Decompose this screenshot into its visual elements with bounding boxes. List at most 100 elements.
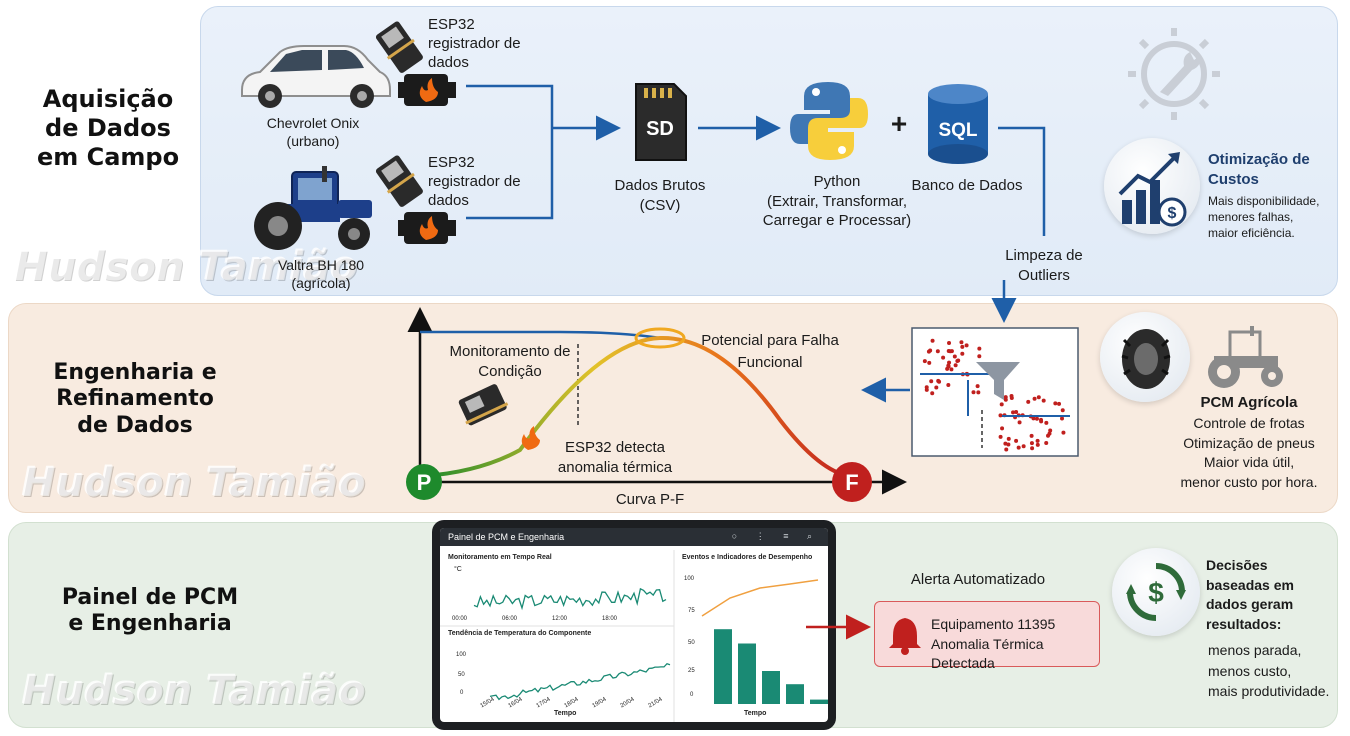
scatter-point: [975, 384, 980, 389]
pf-curve-diagram: [406, 307, 1079, 502]
alert-box[interactable]: Equipamento 11395 Anomalia Térmica Detec…: [874, 601, 1100, 671]
scatter-point: [1000, 426, 1005, 431]
window-control-icons[interactable]: ○ ⋮ ≡ ⌕: [731, 531, 820, 541]
scatter-point: [1060, 408, 1065, 413]
realtime-panel-title: Monitoramento em Tempo Real: [448, 554, 552, 561]
scatter-point: [1011, 410, 1016, 415]
cost-desc-3: maior eficiência.: [1208, 226, 1295, 241]
pcm-agro-line2: Otimização de pneus: [1183, 434, 1315, 451]
scatter-point: [1029, 441, 1034, 446]
event-bar: [810, 699, 828, 704]
scatter-point: [1014, 438, 1019, 443]
scatter-point: [945, 366, 950, 371]
results-circle: [1112, 548, 1200, 636]
f-point-label: F: [845, 470, 859, 495]
scatter-point: [930, 338, 935, 343]
section-title-dashboard: Painel de PCM e Engenharia: [61, 585, 239, 637]
realtime-xtick: 18:00: [602, 616, 618, 622]
scatter-point: [1044, 440, 1049, 445]
dashboard-window-title: Painel de PCM e Engenharia: [448, 532, 565, 542]
sd-card-icon: [635, 83, 687, 161]
python-title: Python: [813, 173, 861, 190]
cost-optimization-card: Otimização de Custos Mais disponibilidad…: [1208, 150, 1338, 242]
scatter-point: [998, 434, 1003, 439]
esp32-board-icon: [376, 21, 423, 73]
scatter-point: [924, 387, 929, 392]
scatter-point: [1029, 433, 1034, 438]
scatter-point: [1044, 420, 1049, 425]
scatter-point: [1041, 398, 1046, 403]
tractor-outline-icon: [1208, 326, 1283, 388]
realtime-xtick: 06:00: [502, 616, 518, 622]
scatter-point: [952, 354, 957, 359]
scatter-point: [929, 379, 934, 384]
scatter-point: [1004, 447, 1009, 452]
pcm-agro-card: PCM Agrícola Controle de frotas Otimizaç…: [1160, 394, 1338, 492]
section-title-engineering: Engenharia e Refinamento de Dados: [53, 360, 217, 438]
scatter-point: [1003, 441, 1008, 446]
trend-time-label: Tempo: [554, 710, 577, 717]
pcm-agro-line1: Controle de frotas: [1193, 415, 1305, 431]
alert-anomaly: Anomalia Térmica Detectada: [931, 636, 1044, 671]
scatter-point: [1014, 409, 1019, 414]
event-bar: [762, 671, 780, 704]
svg-text:$: $: [1168, 205, 1177, 222]
scatter-point: [1061, 430, 1066, 435]
events-ytick: 25: [688, 668, 695, 674]
scatter-point: [953, 363, 958, 368]
scatter-point: [1006, 436, 1011, 441]
scatter-point: [928, 348, 933, 353]
raw-data-title: Dados Brutos: [614, 177, 706, 194]
trend-panel-title: Tendência de Temperatura do Componente: [448, 630, 592, 637]
scatter-point: [1039, 419, 1044, 424]
scatter-point: [1026, 399, 1031, 404]
scatter-point: [1034, 416, 1039, 421]
scatter-point: [998, 413, 1003, 418]
events-ytick: 50: [688, 640, 695, 646]
trend-ytick: 100: [456, 652, 467, 658]
events-panel-title: Eventos e Indicadores de Desempenho: [682, 554, 813, 561]
watermark: Hudson Tamião: [22, 460, 366, 506]
scatter-point: [1053, 401, 1058, 406]
pf-curve-label: Curva P-F: [615, 491, 685, 508]
scatter-point: [971, 390, 976, 395]
scatter-point: [960, 344, 965, 349]
outliers-label: Limpeza de Outliers: [1005, 247, 1083, 285]
results-title: Decisões baseadas em dados geram resulta…: [1206, 557, 1294, 632]
scatter-point: [999, 402, 1004, 407]
dollar-cycle-icon: $: [1126, 563, 1186, 621]
scatter-point: [1021, 444, 1026, 449]
results-line2: menos custo,: [1208, 662, 1292, 679]
scatter-point: [976, 390, 981, 395]
engine-fire-icon: [398, 212, 456, 244]
scatter-point: [947, 360, 952, 365]
svg-text:$: $: [1148, 577, 1164, 608]
scatter-point: [1060, 416, 1065, 421]
engine-fire-icon: [398, 74, 456, 106]
scatter-point: [935, 349, 940, 354]
database-icon: [928, 84, 988, 164]
event-bar: [714, 629, 732, 704]
raw-data-label: Dados Brutos(CSV): [598, 176, 722, 215]
scatter-point: [946, 382, 951, 387]
scatter-point: [947, 341, 952, 346]
dashboard-screen: Painel de PCM e Engenharia ○ ⋮ ≡ ⌕ Monit…: [440, 528, 828, 722]
scatter-point: [934, 385, 939, 390]
alert-equipment: Equipamento 11395: [931, 616, 1056, 632]
scatter-point: [1016, 445, 1021, 450]
cost-desc-1: Mais disponibilidade,: [1208, 194, 1320, 208]
scatter-point: [964, 343, 969, 348]
scatter-point: [1057, 401, 1062, 406]
trend-ytick: 50: [458, 672, 465, 678]
scatter-point: [1047, 431, 1052, 436]
watermark: Hudson Tamião: [22, 668, 366, 714]
gear-wrench-icon: [1128, 28, 1220, 120]
events-ytick: 0: [690, 692, 694, 698]
tractor-icon: [254, 166, 372, 250]
vehicle2-type: (agrícola): [291, 275, 351, 292]
scatter-point: [1003, 397, 1008, 402]
watermark: Hudson Tamião: [14, 244, 358, 290]
esp32-logger-label: ESP32 registrador de dados: [428, 154, 521, 209]
scatter-point: [922, 359, 927, 364]
car-icon: [241, 45, 391, 108]
